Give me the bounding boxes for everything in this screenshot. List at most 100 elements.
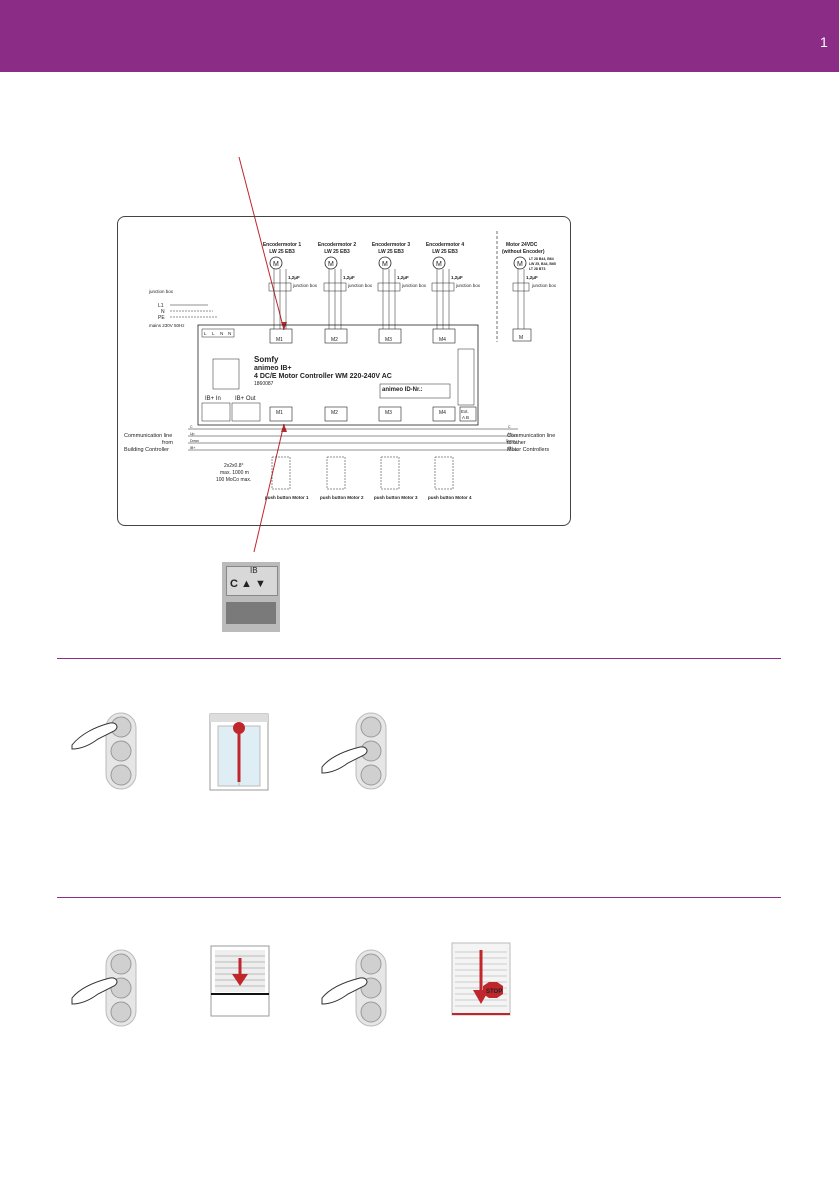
motor-title: Encodermotor 3: [372, 242, 411, 248]
svg-text:junction box: junction box: [531, 283, 557, 288]
pushbutton-label: push button Motor 4: [428, 495, 472, 500]
hand-press-middle-button-2: [71, 949, 137, 1027]
controller-dipswitch: [212, 358, 240, 390]
pushbutton-wiring: push button Motor 1 push button Motor 2 …: [265, 456, 472, 500]
svg-text:Down: Down: [506, 439, 515, 443]
comm-left-3: Building Controller: [124, 447, 169, 453]
motor-title: Encodermotor 2: [318, 242, 357, 248]
cable-spec-3: 100 MoCo max.: [216, 477, 251, 483]
svg-text:M1: M1: [276, 337, 283, 343]
motor-model: LW 25 EB3: [432, 249, 458, 255]
svg-text:M3: M3: [385, 337, 392, 343]
controller-ref: 1860087: [254, 381, 274, 387]
svg-text:N: N: [220, 331, 223, 336]
motor-title: Encodermotor 4: [426, 242, 465, 248]
svg-text:M3: M3: [385, 410, 392, 416]
window-shade-down-icon: [210, 945, 270, 1017]
motor-cap: 1,2μF: [288, 275, 300, 280]
motor-model: LW 25 EB3: [269, 249, 295, 255]
mains-supply: junction box L1 N PE mains 230V 50Hz L L…: [148, 289, 235, 338]
svg-text:C: C: [190, 425, 193, 429]
controller-brand: Somfy: [254, 355, 279, 364]
window-shade-up-icon: [209, 713, 269, 791]
controller-product: animeo IB+: [254, 365, 292, 372]
comm-left-2: from: [162, 440, 173, 446]
svg-text:M2: M2: [331, 337, 338, 343]
motor-24v-subtitle: (without Encoder): [502, 249, 545, 255]
svg-text:LT 28 BT3: LT 28 BT3: [529, 267, 546, 271]
motor-cap: 1,2μF: [451, 275, 463, 280]
comm-right-2: to other: [507, 440, 526, 446]
svg-text:M: M: [519, 335, 523, 341]
svg-text:L1: L1: [158, 303, 164, 309]
svg-text:Ext.: Ext.: [461, 409, 469, 414]
cable-spec-1: 2x2x0.8°: [224, 463, 244, 469]
motor-4: Encodermotor 4 LW 25 EB3 M 1,2μF junctio…: [426, 242, 481, 329]
svg-text:M2: M2: [331, 410, 338, 416]
svg-text:LW 25, B44, B65: LW 25, B44, B65: [529, 262, 556, 266]
svg-text:L: L: [204, 331, 207, 336]
svg-text:M: M: [273, 261, 279, 268]
controller-top-terminals: M1 M2 M3 M4: [269, 328, 456, 344]
motor-junction: junction box: [455, 283, 481, 288]
svg-text:PE: PE: [158, 315, 165, 321]
svg-text:A B: A B: [462, 415, 469, 420]
svg-text:N: N: [228, 331, 231, 336]
svg-text:M: M: [382, 261, 388, 268]
hand-press-middle-button: [321, 712, 387, 790]
ib-in-label: IB+ In: [205, 396, 221, 402]
svg-text:IB+: IB+: [508, 446, 513, 450]
motor-junction: junction box: [347, 283, 373, 288]
motor-24v-title: Motor 24VDC: [506, 242, 538, 248]
photo-ib-label: IB: [250, 566, 258, 575]
svg-text:M4: M4: [439, 410, 446, 416]
svg-text:junction box: junction box: [148, 289, 174, 294]
svg-text:LT 28 B44, B64: LT 28 B44, B64: [529, 257, 554, 261]
hand-press-up-button: [71, 712, 137, 790]
comm-left-1: Communication line: [124, 433, 172, 439]
pushbutton-label: push button Motor 3: [374, 495, 418, 500]
svg-text:M: M: [436, 261, 442, 268]
motor-cap: 1,2μF: [343, 275, 355, 280]
blind-stop-icon: STOP: [451, 942, 511, 1016]
svg-text:N: N: [161, 309, 165, 315]
svg-text:IB+: IB+: [190, 446, 195, 450]
hand-press-middle-button-3: [321, 949, 387, 1027]
section-divider-1: [57, 658, 781, 659]
svg-text:M: M: [517, 261, 523, 268]
controller-id-label: animeo ID-Nr.:: [382, 387, 423, 393]
svg-text:Up: Up: [190, 432, 195, 436]
svg-text:1,2μF: 1,2μF: [526, 275, 538, 280]
motor-title: Encodermotor 1: [263, 242, 302, 248]
motor-3: Encodermotor 3 LW 25 EB3 M 1,2μF junctio…: [372, 242, 427, 329]
controller-box: [197, 324, 479, 426]
terminal-photo: IB C ▲ ▼: [222, 562, 280, 632]
svg-text:Down: Down: [190, 439, 199, 443]
wiring-diagram: Encodermotor 1 LW 25 EB3 M 1,2μF junctio…: [117, 216, 571, 526]
page-header-band: 1: [0, 0, 839, 72]
svg-text:M: M: [328, 261, 334, 268]
pushbutton-label: push button Motor 2: [320, 495, 364, 500]
controller-name: 4 DC/E Motor Controller WM 220-240V AC: [254, 373, 392, 380]
motor-2: Encodermotor 2 LW 25 EB3 M 1,2μF junctio…: [318, 242, 373, 329]
svg-text:M4: M4: [439, 337, 446, 343]
motor-cap: 1,2μF: [397, 275, 409, 280]
svg-text:L: L: [212, 331, 215, 336]
photo-terms-label: C ▲ ▼: [230, 578, 266, 590]
page-number: 1: [820, 34, 828, 50]
ib-out-label: IB+ Out: [235, 396, 256, 402]
motor-junction: junction box: [401, 283, 427, 288]
motor-model: LW 25 EB3: [324, 249, 350, 255]
svg-text:mains 230V 50Hz: mains 230V 50Hz: [149, 323, 185, 328]
svg-text:Up: Up: [508, 432, 513, 436]
bus-lines: C Up Down IB+ C Up Down IB+: [188, 425, 518, 451]
controller-bottom-terminals: M1 M2 M3 M4 Ext. A B: [269, 406, 477, 422]
comm-right-1: Communication line: [507, 433, 555, 439]
svg-text:M1: M1: [276, 410, 283, 416]
section-divider-2: [57, 897, 781, 898]
cable-spec-2: max. 1000 m: [220, 470, 249, 476]
motor-24v: Motor 24VDC (without Encoder) M LT 28 B4…: [502, 242, 557, 342]
motor-junction: junction box: [292, 283, 318, 288]
pushbutton-label: push button Motor 1: [265, 495, 309, 500]
